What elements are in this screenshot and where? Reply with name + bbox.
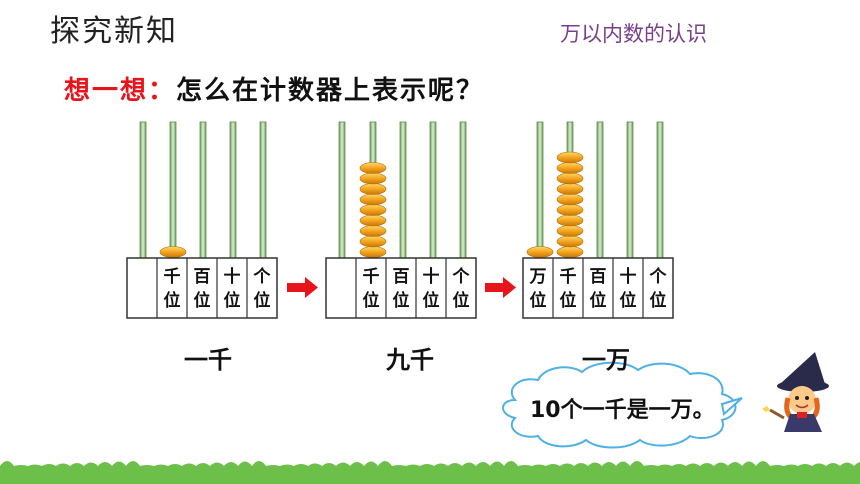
abacus-bead xyxy=(159,246,187,258)
place-label: 位 xyxy=(164,290,181,311)
abacus-bead xyxy=(359,172,387,185)
place-label: 位 xyxy=(224,290,241,311)
speech-cloud xyxy=(502,361,743,449)
place-label: 十 xyxy=(620,266,637,287)
wizard-character-icon xyxy=(762,352,829,432)
abacus-rod xyxy=(139,121,147,259)
abacus-bead xyxy=(556,225,584,237)
caption-nine-thousand: 九千 xyxy=(386,346,434,374)
abacus-bead xyxy=(359,214,387,227)
place-label: 位 xyxy=(590,290,607,311)
place-label: 个 xyxy=(649,266,668,287)
section-title: 探究新知 xyxy=(50,14,178,49)
abacus-rod xyxy=(169,121,177,259)
abacus-base xyxy=(522,257,674,319)
abacus-bead xyxy=(556,204,584,216)
abacus-rod xyxy=(626,121,634,259)
abacus-rod xyxy=(459,121,467,259)
abacus-base xyxy=(126,257,278,319)
abacus-rod xyxy=(338,121,346,259)
place-label: 位 xyxy=(254,290,271,311)
place-label: 百 xyxy=(590,267,607,287)
place-label: 位 xyxy=(393,290,410,311)
place-label: 百 xyxy=(194,267,211,287)
place-label: 位 xyxy=(530,290,547,311)
abacus-base xyxy=(325,257,477,319)
abacus-rod xyxy=(229,121,237,259)
place-label: 位 xyxy=(423,290,440,311)
abacus-bead xyxy=(359,183,387,195)
place-label: 位 xyxy=(560,290,577,311)
abacus-rod xyxy=(429,121,437,259)
abacus-bead xyxy=(556,246,584,258)
place-label: 个 xyxy=(452,266,471,287)
lesson-title: 万以内数的认识 xyxy=(560,22,707,46)
place-label: 千 xyxy=(164,267,181,287)
abacus-bead xyxy=(556,183,584,195)
abacus-bead xyxy=(359,193,387,206)
abacus-rod xyxy=(656,121,664,259)
abacus-bead xyxy=(556,193,584,206)
place-label: 十 xyxy=(224,266,241,287)
place-label: 位 xyxy=(620,290,637,311)
grass-decoration xyxy=(0,461,860,484)
place-label: 位 xyxy=(453,290,470,311)
abacus-bead xyxy=(556,172,584,185)
abacus-bead xyxy=(359,235,387,248)
abacus-bead xyxy=(359,225,387,237)
abacus-bead xyxy=(526,246,554,258)
abacus-bead xyxy=(359,246,387,258)
prompt: 想一想：怎么在计数器上表示呢？ xyxy=(64,70,484,107)
place-label: 十 xyxy=(423,266,440,287)
arrow-right-icon xyxy=(485,277,516,298)
prompt-lead: 想一想： xyxy=(64,76,177,106)
caption-ten-thousand: 一万 xyxy=(582,346,630,374)
place-label: 位 xyxy=(650,290,667,311)
abacus-rod xyxy=(596,121,604,259)
abacus-bead xyxy=(556,151,584,164)
place-label: 位 xyxy=(194,290,211,311)
abacus-rod xyxy=(199,121,207,259)
caption-one-thousand: 一千 xyxy=(184,346,232,374)
abacus-rod xyxy=(259,121,267,259)
abacus-rod xyxy=(399,121,407,259)
place-label: 千 xyxy=(363,267,380,287)
abacus-bead xyxy=(359,162,387,174)
place-label: 千 xyxy=(560,267,577,287)
place-label: 位 xyxy=(363,290,380,311)
abacus-bead xyxy=(359,204,387,216)
abacus-rod xyxy=(536,121,544,259)
arrow-right-icon xyxy=(287,277,318,298)
speech-text: 10个一千是一万。 xyxy=(530,398,715,423)
prompt-question: 怎么在计数器上表示呢？ xyxy=(176,76,485,106)
place-label: 万 xyxy=(529,267,547,287)
abacus-bead xyxy=(556,235,584,248)
place-label: 个 xyxy=(253,266,272,287)
place-label: 百 xyxy=(393,267,410,287)
abacus-bead xyxy=(556,214,584,227)
abacus-bead xyxy=(556,162,584,174)
